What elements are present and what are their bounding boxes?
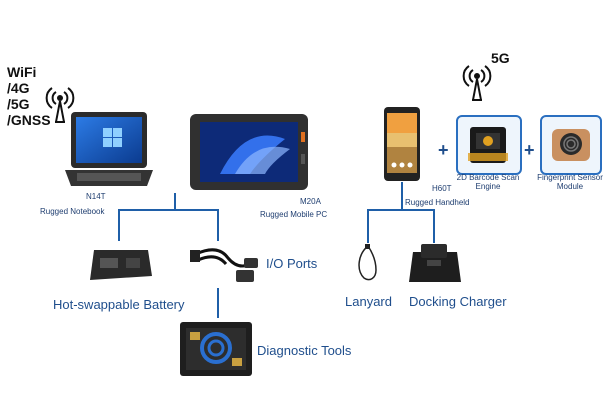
5g-label: /5G <box>7 96 30 112</box>
diagnostic-tools-image <box>180 322 252 376</box>
notebook-name: Rugged Notebook <box>40 207 105 216</box>
battery-image <box>90 250 152 280</box>
connector-right-vertical-top <box>401 182 403 210</box>
diagnostic-tools-label: Diagnostic Tools <box>257 343 352 358</box>
4g-label: /4G <box>7 80 30 96</box>
fingerprint-module-text: Fingerprint Sensor Module <box>537 173 603 191</box>
tablet-name: Rugged Mobile PC <box>260 210 328 219</box>
antenna-icon-right <box>462 65 492 101</box>
handheld-model: H60T <box>432 184 452 193</box>
connector-left-horizontal <box>118 209 218 211</box>
connector-right-drop-lanyard <box>367 209 369 243</box>
plus-sign-2: + <box>524 140 535 160</box>
barcode-scanner-image <box>468 127 508 163</box>
fingerprint-module-caption: Fingerprint Sensor Module <box>534 173 606 191</box>
fingerprint-sensor-image <box>552 129 590 161</box>
fingerprint-module-box <box>540 115 602 175</box>
rugged-handheld-image <box>384 107 420 181</box>
connector-left-drop-battery <box>118 209 120 241</box>
connector-left-vertical-top <box>174 193 176 210</box>
rugged-notebook-image <box>65 112 153 186</box>
connector-right-drop-charger <box>433 209 435 243</box>
battery-label: Hot-swappable Battery <box>53 297 185 312</box>
left-connectivity-block: WiFi /4G /5G /GNSS <box>7 64 51 128</box>
wifi-label: WiFi <box>7 64 37 80</box>
5g-right-label: 5G <box>491 50 510 66</box>
notebook-model: N14T <box>86 192 106 201</box>
docking-charger-label: Docking Charger <box>409 294 507 309</box>
rugged-mobile-pc-image <box>190 114 308 190</box>
docking-charger-image <box>409 244 461 282</box>
tablet-model: M20A <box>300 197 321 206</box>
connector-right-horizontal <box>367 209 434 211</box>
barcode-module-text: 2D Barcode Scan Engine <box>456 173 520 191</box>
io-ports-image <box>190 248 258 282</box>
barcode-module-box <box>456 115 522 175</box>
gnss-label: /GNSS <box>7 112 51 128</box>
antenna-icon <box>45 87 75 123</box>
plus-sign-1: + <box>438 140 449 160</box>
io-ports-label: I/O Ports <box>266 256 318 271</box>
lanyard-label: Lanyard <box>345 294 392 309</box>
handheld-name: Rugged Handheld <box>405 198 470 207</box>
lanyard-image <box>358 244 377 281</box>
barcode-module-caption: 2D Barcode Scan Engine <box>448 173 528 191</box>
connector-left-drop-io <box>217 209 219 241</box>
connector-io-to-diagnostic <box>217 288 219 318</box>
